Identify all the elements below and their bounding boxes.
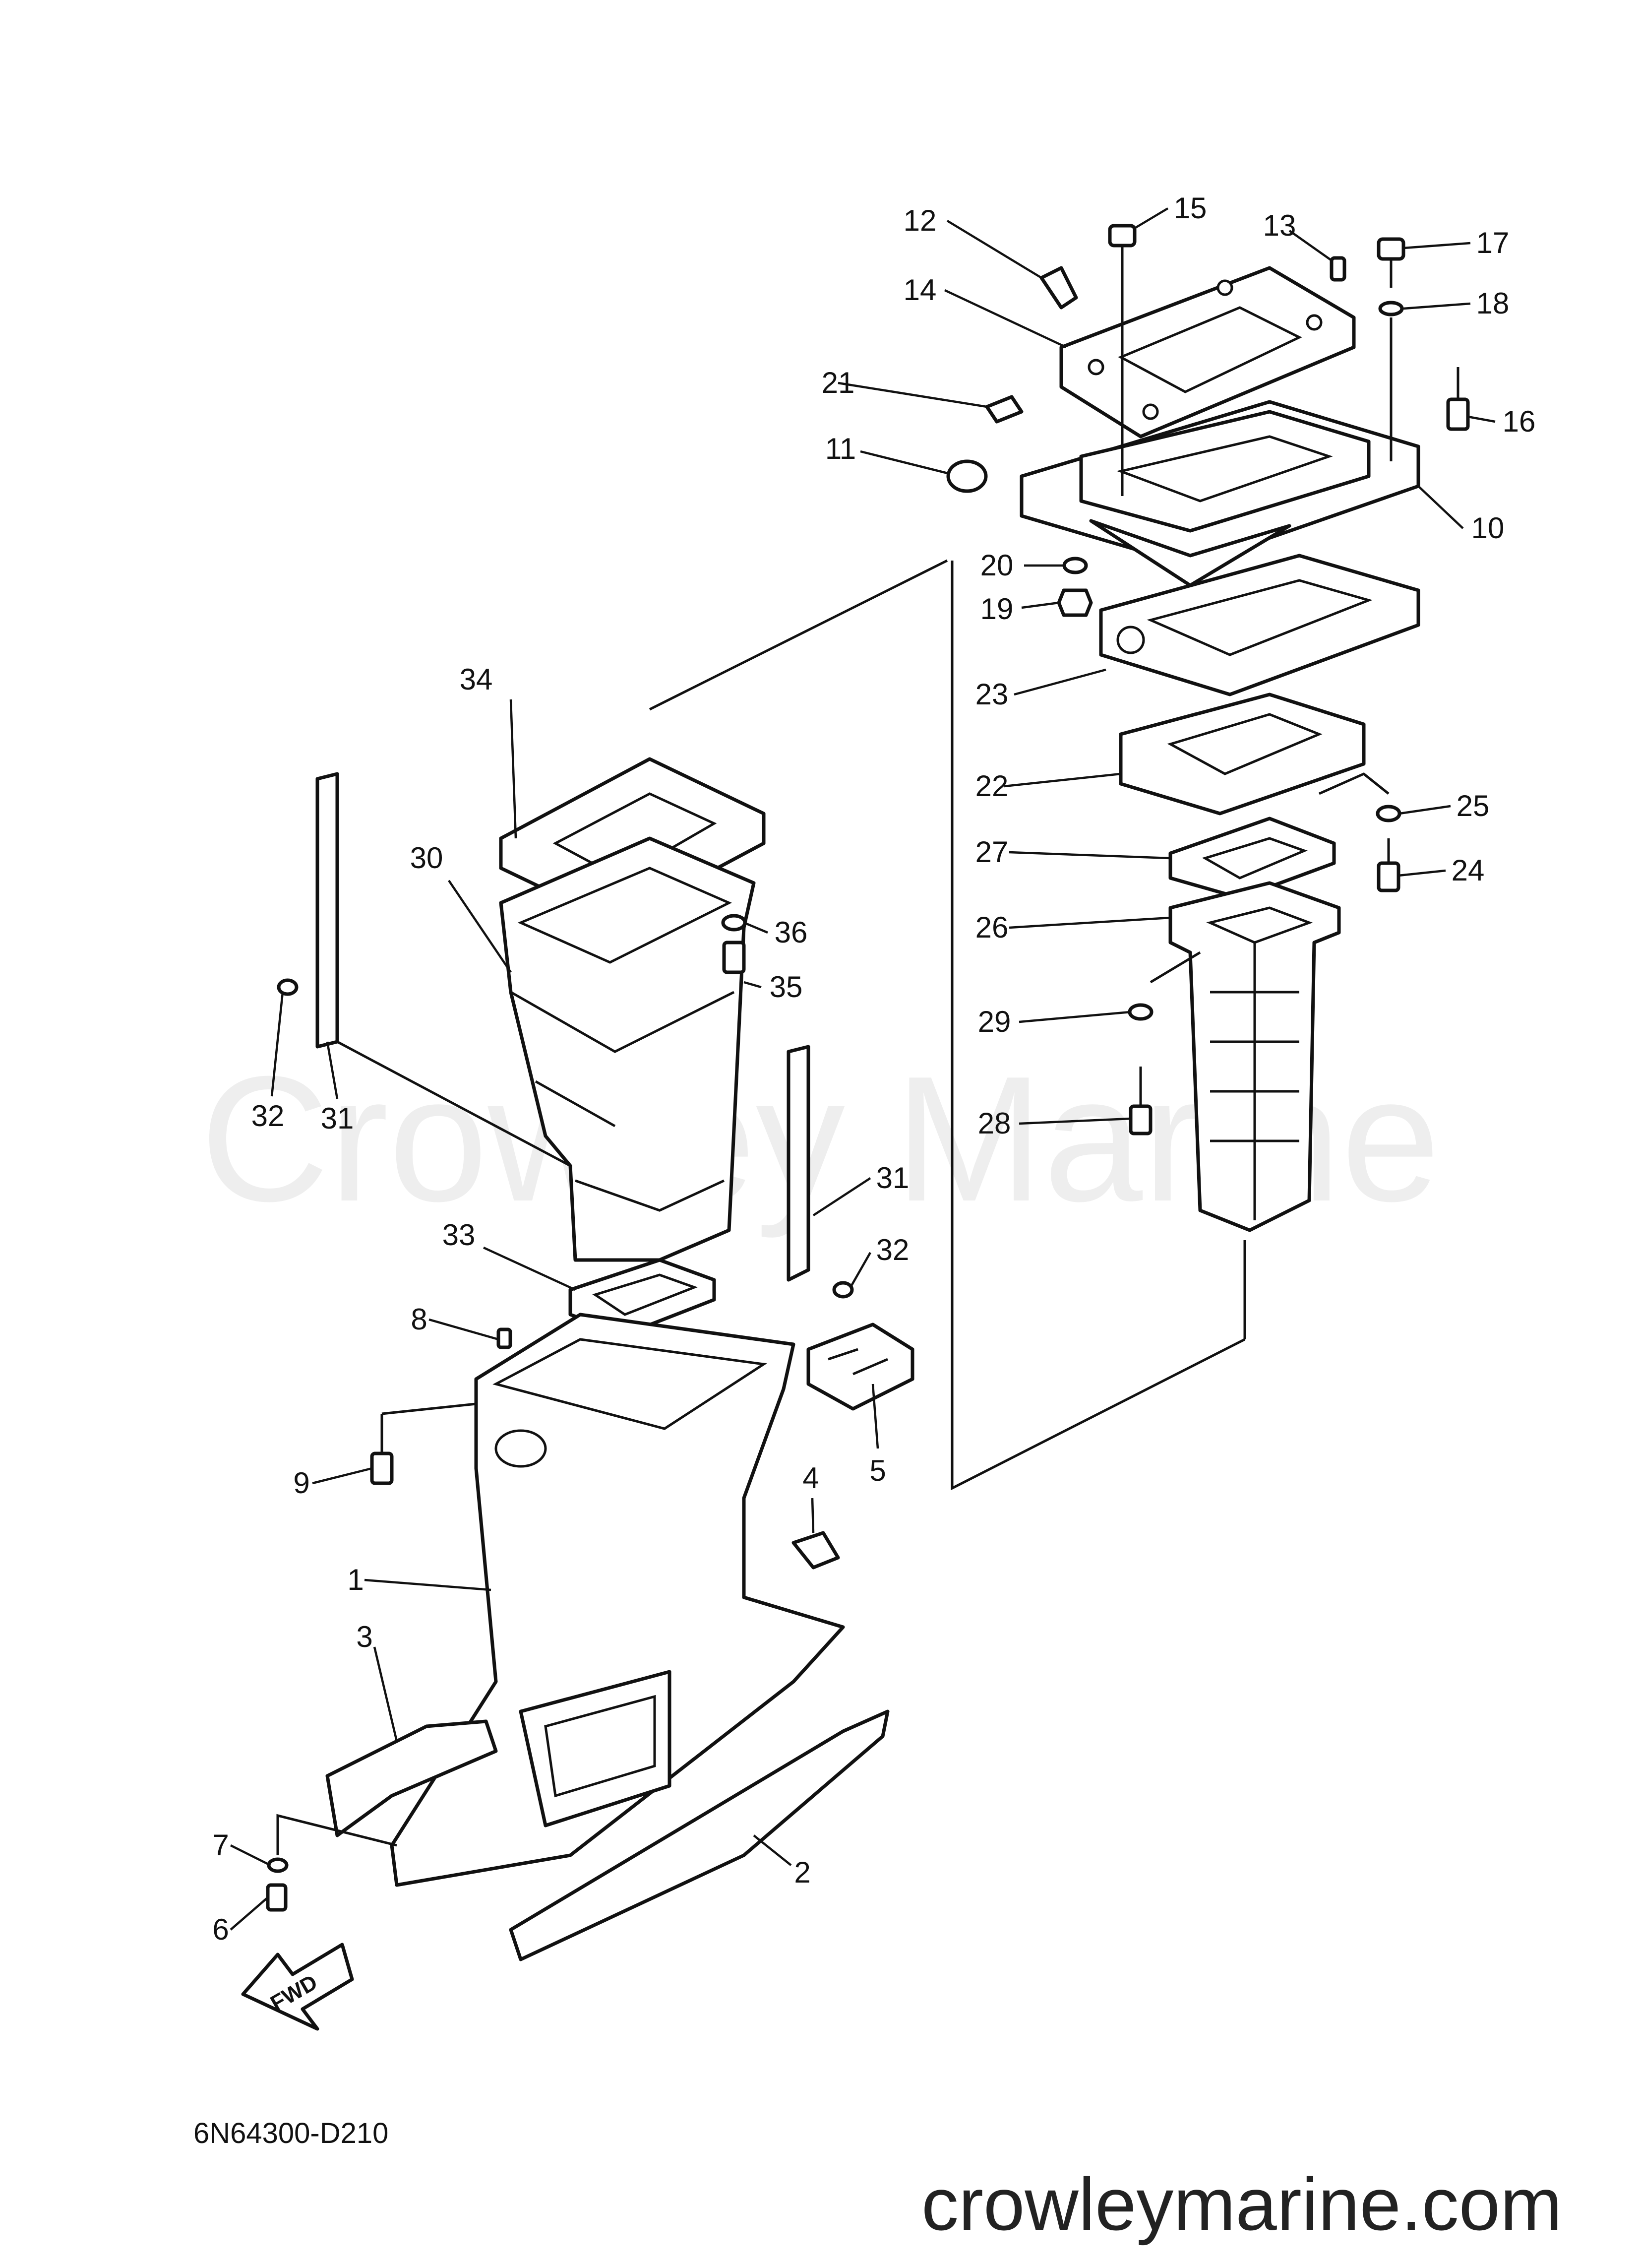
part-22-plate	[1119, 693, 1366, 816]
callout-31: 31	[321, 1102, 354, 1135]
fwd-arrow-icon: FWD	[241, 1943, 354, 2031]
part-31-strap-left	[315, 772, 339, 1049]
callout-32-right: 32	[876, 1233, 910, 1266]
website-text: crowleymarine.com	[921, 2162, 1562, 2246]
callout-5: 5	[869, 1454, 886, 1487]
callout-24: 24	[1452, 854, 1485, 887]
callout-14: 14	[904, 273, 937, 307]
callout-34: 34	[460, 663, 493, 696]
part-hardware-right	[946, 224, 1470, 1135]
callout-9: 9	[293, 1466, 309, 1500]
callout-30: 30	[410, 841, 443, 875]
callout-10: 10	[1471, 511, 1505, 545]
callout-8: 8	[411, 1303, 427, 1336]
callout-1: 1	[347, 1563, 364, 1596]
leader-lines	[230, 207, 1496, 1931]
callout-33: 33	[442, 1218, 476, 1252]
callout-23: 23	[975, 678, 1009, 711]
callout-27: 27	[975, 835, 1009, 869]
callout-6: 6	[212, 1913, 229, 1946]
callout-labels: 1 2 3 4 5 6 7 8 9 10 11 12 13 14 15 16 1…	[212, 191, 1535, 1946]
part-27-gasket	[1168, 817, 1336, 900]
part-3-plate	[325, 1719, 498, 1837]
part-31-strap-right	[787, 1045, 810, 1282]
part-5-rubber-seal	[806, 1323, 914, 1411]
drawing-code: 6N64300-D210	[193, 2117, 388, 2149]
part-1-drive-shaft-housing	[390, 1313, 845, 1887]
callout-17: 17	[1476, 226, 1510, 259]
callout-2: 2	[794, 1856, 810, 1889]
callout-22: 22	[975, 769, 1009, 803]
part-14-gasket	[1059, 266, 1356, 439]
callout-12: 12	[904, 204, 937, 237]
part-33-seal	[568, 1258, 716, 1336]
part-23-gasket	[1099, 554, 1420, 696]
callout-7: 7	[212, 1828, 229, 1862]
callout-13: 13	[1263, 209, 1296, 242]
callout-19: 19	[980, 592, 1014, 626]
callout-3: 3	[356, 1620, 372, 1653]
callout-29: 29	[978, 1005, 1011, 1038]
callout-32: 32	[251, 1099, 285, 1133]
callout-11: 11	[825, 432, 856, 465]
callout-31-right: 31	[876, 1161, 910, 1195]
callout-28: 28	[978, 1107, 1011, 1140]
callout-15: 15	[1174, 191, 1207, 225]
part-2-seal	[509, 1709, 890, 1961]
callout-26: 26	[975, 911, 1009, 944]
callout-20: 20	[980, 549, 1014, 582]
bracket-line-right	[649, 559, 1246, 1491]
callout-35: 35	[770, 970, 803, 1004]
part-hardware-left	[266, 914, 854, 1912]
callout-18: 18	[1476, 287, 1510, 320]
callout-36: 36	[775, 916, 808, 949]
callout-25: 25	[1457, 789, 1490, 822]
callout-21: 21	[822, 366, 855, 399]
callout-4: 4	[802, 1461, 819, 1495]
part-26-exhaust-guide	[1168, 881, 1341, 1232]
callout-16: 16	[1503, 405, 1536, 438]
